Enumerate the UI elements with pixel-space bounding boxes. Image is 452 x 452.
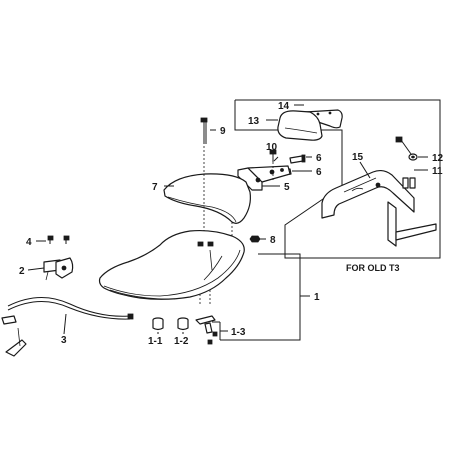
inset-frame <box>234 99 441 259</box>
callout-6a: 6 <box>316 153 322 164</box>
part-10-bolt <box>269 149 277 162</box>
part-12-bolt <box>395 136 412 155</box>
callout-15: 15 <box>352 152 364 163</box>
part-1-1-cushion <box>152 317 164 331</box>
part-7-rear-seat <box>163 173 251 224</box>
callout-11: 11 <box>432 166 443 177</box>
leader-lines <box>27 104 428 340</box>
part-1-3-latch <box>195 315 218 345</box>
part-1-2-cushion <box>177 317 189 331</box>
part-9-bolt <box>200 117 208 144</box>
callout-13: 13 <box>248 116 260 127</box>
callout-7: 7 <box>152 182 158 193</box>
part-8-nut <box>249 235 261 243</box>
callout-1-1: 1-1 <box>148 336 163 347</box>
callout-12: 12 <box>432 153 444 164</box>
callout-1: 1 <box>314 292 320 303</box>
callout-10: 10 <box>266 142 278 153</box>
callout-2: 2 <box>19 266 25 277</box>
callout-14: 14 <box>278 101 290 112</box>
callout-3: 3 <box>61 335 67 346</box>
seat-pins <box>197 241 214 247</box>
callout-labels: 1 1-1 1-2 1-3 2 3 4 5 6 6 7 8 9 10 11 12… <box>19 101 444 347</box>
part-2-seat-lock <box>43 257 74 281</box>
part-4-bolts <box>47 235 70 244</box>
part-15-frame <box>321 169 437 247</box>
callout-4: 4 <box>26 237 32 248</box>
part-5-bracket <box>237 165 291 191</box>
part-1-main-seat <box>98 229 245 300</box>
part-13-backrest <box>277 110 323 141</box>
callout-1-2: 1-2 <box>174 336 189 347</box>
part-11-washer <box>408 153 418 161</box>
callout-6b: 6 <box>316 167 322 178</box>
part-3-cable <box>1 296 134 357</box>
callout-9: 9 <box>220 126 226 137</box>
inset-caption: FOR OLD T3 <box>346 263 400 273</box>
callout-5: 5 <box>284 182 290 193</box>
callout-8: 8 <box>270 235 276 246</box>
part-1-bracket-line <box>220 253 310 341</box>
callout-1-3: 1-3 <box>231 327 246 338</box>
